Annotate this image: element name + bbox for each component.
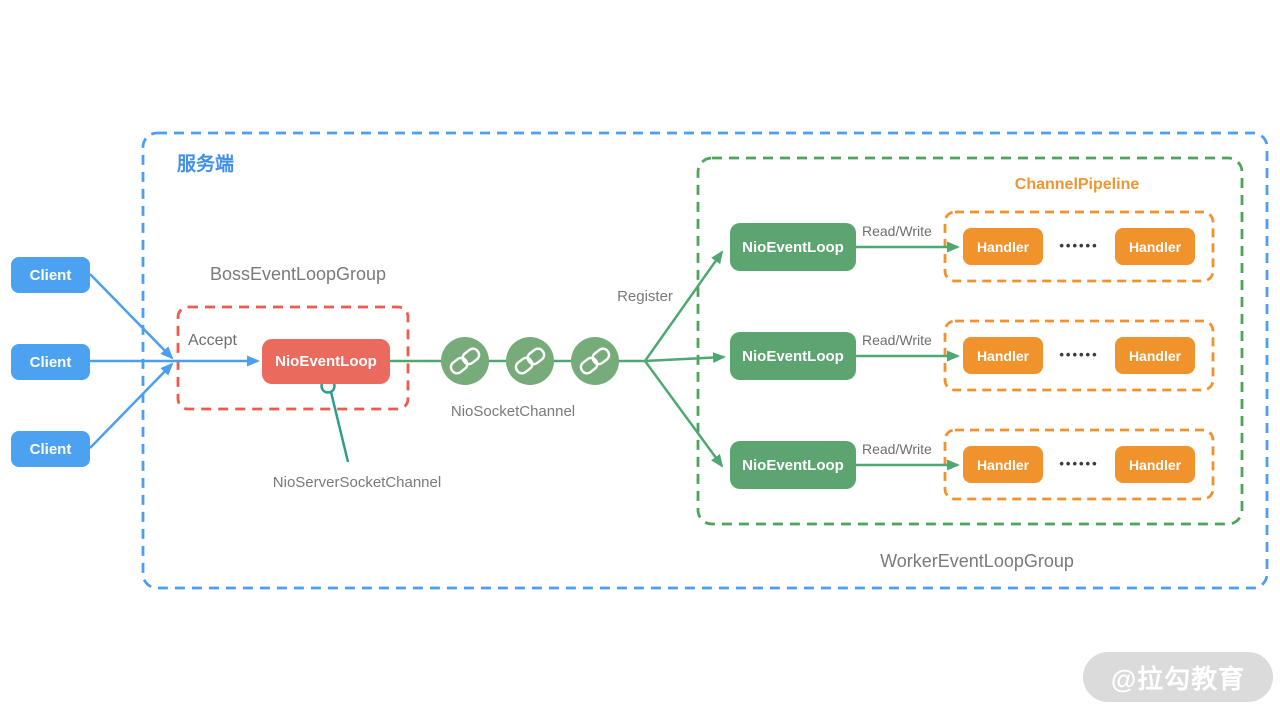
worker-eventloop-box-1: NioEventLoop (730, 223, 856, 271)
chain-link-icon (579, 347, 611, 375)
register-arrow-middle (644, 352, 726, 364)
handler-ellipsis-2: •••••• (1059, 347, 1099, 362)
channel-pipeline-title: ChannelPipeline (1014, 176, 1140, 193)
client-box-2: Client (11, 344, 90, 380)
readwrite-label-3: Read/Write (862, 441, 932, 457)
register-arrow-bottom (643, 360, 724, 468)
client3-arrow (89, 362, 174, 449)
register-arrow-top (643, 250, 724, 362)
client-box-3: Client (11, 431, 90, 467)
socket-channel-node-1 (441, 337, 489, 385)
chain-link-icon (449, 347, 481, 375)
worker-group-title: WorkerEventLoopGroup (880, 551, 1074, 571)
readwrite-label-1: Read/Write (862, 223, 932, 239)
boss-eventloop-box: NioEventLoop (262, 339, 390, 384)
handler-box-3a: Handler (963, 446, 1043, 483)
handler-box-1a: Handler (963, 228, 1043, 265)
worker-eventloop-box-2: NioEventLoop (730, 332, 856, 380)
socket-channel-node-2 (506, 337, 554, 385)
server-group-label: 服务端 (177, 154, 235, 175)
register-label: Register (617, 288, 673, 305)
socket-channel-node-3 (571, 337, 619, 385)
boss-group-title: BossEventLoopGroup (209, 264, 387, 284)
client-box-1: Client (11, 257, 90, 293)
handler-ellipsis-1: •••••• (1059, 238, 1099, 253)
accept-label: Accept (188, 332, 237, 349)
serversocketchannel-callout-line (329, 391, 350, 463)
boss-group-border (176, 305, 410, 411)
worker-eventloop-box-3: NioEventLoop (730, 441, 856, 489)
client1-arrow (89, 273, 174, 360)
handler-box-1b: Handler (1115, 228, 1195, 265)
socket-channel-label: NioSocketChannel (450, 403, 576, 420)
handler-box-3b: Handler (1115, 446, 1195, 483)
lagou-watermark-badge: @拉勾教育 (1083, 652, 1273, 702)
readwrite-label-2: Read/Write (862, 332, 932, 348)
handler-box-2a: Handler (963, 337, 1043, 374)
worker-group-border (696, 156, 1244, 526)
handler-ellipsis-3: •••••• (1059, 456, 1099, 471)
handler-box-2b: Handler (1115, 337, 1195, 374)
chain-link-icon (514, 347, 546, 375)
server-socket-channel-label: NioServerSocketChannel (272, 474, 442, 491)
